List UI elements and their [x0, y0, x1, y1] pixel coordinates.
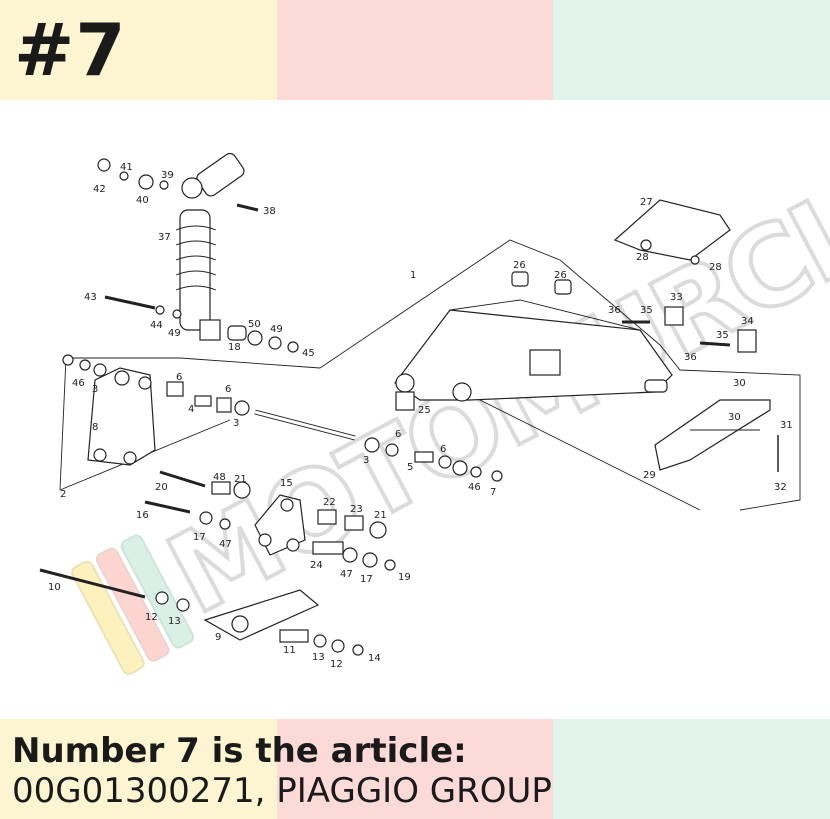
part-number-label: 23: [350, 504, 363, 515]
part-number-label: 7: [490, 487, 496, 498]
part-number-label: 6: [176, 372, 182, 383]
part-number-label: 6: [395, 429, 401, 440]
part-number-label: 14: [368, 653, 381, 664]
part-number-label: 3: [363, 455, 369, 466]
part-number-label: 37: [158, 232, 171, 243]
part-number-label: 11: [283, 645, 296, 656]
top-color-band: [0, 0, 830, 100]
caption-article-code: 00G01300271, PIAGGIO GROUP: [12, 771, 552, 811]
item-number-badge: #7: [14, 8, 127, 92]
part-number-label: 19: [398, 572, 411, 583]
part-number-label: 33: [670, 292, 683, 303]
part-number-label: 22: [323, 497, 336, 508]
part-number-label: 12: [330, 659, 343, 670]
part-number-label: 28: [636, 252, 649, 263]
part-number-label: 34: [741, 316, 754, 327]
bracket: [87, 367, 156, 466]
part-number-label: 10: [48, 582, 61, 593]
part-number-label: 47: [219, 539, 232, 550]
part-number-label: 2: [60, 489, 66, 500]
part-number-label: 6: [225, 384, 231, 395]
part-number-label: 39: [161, 170, 174, 181]
swing-arm: [394, 299, 673, 402]
part-labels: 1 2 3 3 3 4 5 6 6 6 6 7 8 9 10 11 12 12 …: [48, 162, 793, 670]
part-number-label: 3: [92, 384, 98, 395]
part-number-label: 17: [193, 532, 206, 543]
part-number-label: 45: [302, 348, 315, 359]
part-number-label: 49: [270, 324, 283, 335]
bolts: [39, 203, 731, 599]
part-number-label: 26: [554, 270, 567, 281]
part-number-label: 28: [709, 262, 722, 273]
pivot-shaft: [254, 409, 356, 441]
part-number-label: 12: [145, 612, 158, 623]
part-number-label: 17: [360, 574, 373, 585]
part-number-label: 46: [468, 482, 481, 493]
part-number-label: 36: [608, 305, 621, 316]
part-number-label: 30: [728, 412, 741, 423]
part-number-label: 43: [84, 292, 97, 303]
part-number-label: 29: [643, 470, 656, 481]
part-number-label: 38: [263, 206, 276, 217]
rocker-link: [254, 494, 306, 556]
part-number-label: 18: [228, 342, 241, 353]
part-number-label: 6: [440, 444, 446, 455]
part-number-label: 20: [155, 482, 168, 493]
part-number-label: 36: [684, 352, 697, 363]
part-number-label: 50: [248, 319, 261, 330]
part-number-label: 24: [310, 560, 323, 571]
part-number-label: 16: [136, 510, 149, 521]
part-number-label: 21: [234, 474, 247, 485]
part-number-label: 5: [407, 462, 413, 473]
part-number-label: 21: [374, 510, 387, 521]
shock-absorber: [175, 152, 245, 341]
exploded-parts-diagram: MOTOMURCIA: [39, 136, 830, 675]
part-number-label: 26: [513, 260, 526, 271]
caption-title: Number 7 is the article:: [12, 731, 467, 771]
bottom-color-band: [0, 719, 830, 819]
part-number-label: 44: [150, 320, 163, 331]
part-number-label: 13: [312, 652, 325, 663]
part-number-label: 4: [188, 404, 194, 415]
part-number-label: 48: [213, 472, 226, 483]
chain-guide: [654, 399, 771, 471]
part-number-label: 47: [340, 569, 353, 580]
part-number-label: 25: [418, 405, 431, 416]
part-number-label: 8: [92, 422, 98, 433]
part-number-label: 15: [280, 478, 293, 489]
part-number-label: 1: [410, 270, 416, 281]
small-parts: [62, 158, 779, 656]
part-number-label: 35: [716, 330, 729, 341]
part-number-label: 35: [640, 305, 653, 316]
part-number-label: 46: [72, 378, 85, 389]
part-number-label: 30: [733, 378, 746, 389]
connecting-rod: [203, 589, 320, 641]
part-number-label: 41: [120, 162, 133, 173]
part-number-label: 3: [233, 418, 239, 429]
part-number-label: 49: [168, 328, 181, 339]
part-number-label: 13: [168, 616, 181, 627]
part-number-label: 9: [215, 632, 221, 643]
part-number-label: 27: [640, 197, 653, 208]
part-number-label: 31: [780, 420, 793, 431]
part-number-label: 32: [774, 482, 787, 493]
part-number-label: 40: [136, 195, 149, 206]
part-number-label: 42: [93, 184, 106, 195]
